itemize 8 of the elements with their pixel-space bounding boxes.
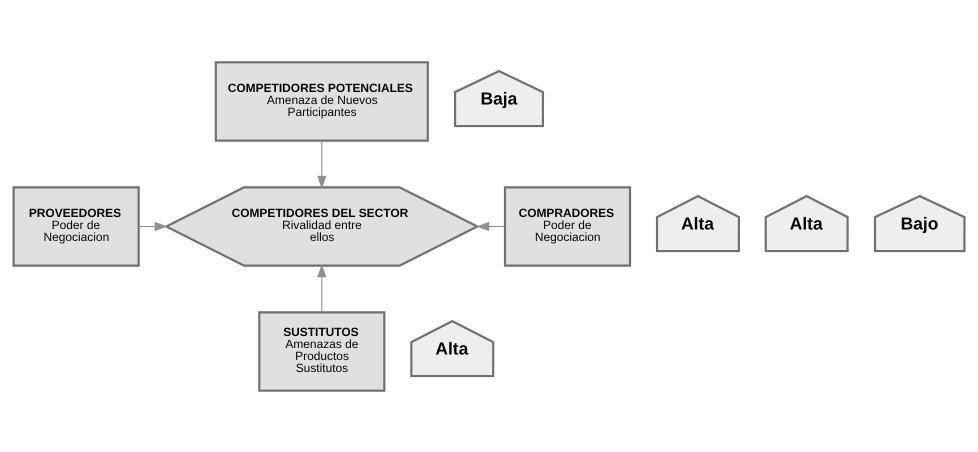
node-box: SUSTITUTOS Amenazas de Productos Sustitutos — [258, 310, 386, 392]
arrow — [317, 140, 326, 188]
node-box: COMPETIDORES POTENCIALES Amenaza de Nuevos Participantes — [214, 60, 429, 142]
arrow — [138, 221, 168, 231]
arrow — [476, 221, 505, 231]
node-box: COMPRADORES Poder de Negociacion — [504, 186, 632, 266]
node-box: PROVEEDORES Poder de Negociacion — [12, 186, 140, 266]
arrow — [317, 264, 326, 312]
